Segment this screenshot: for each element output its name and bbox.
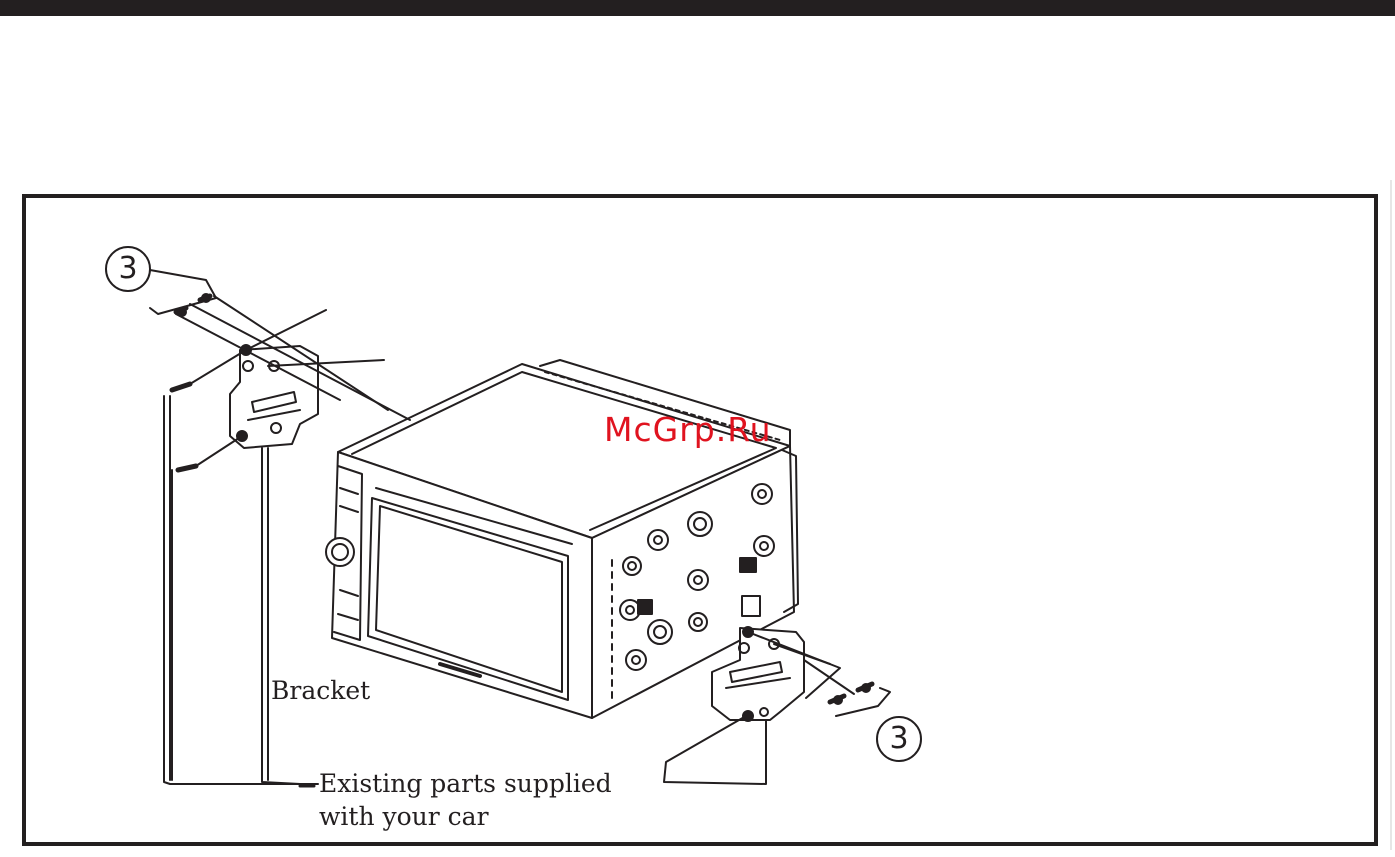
watermark-text: McGrp.Ru: [604, 410, 772, 449]
car-frame-right: [664, 716, 766, 784]
part-callout-3-left: 3: [105, 246, 151, 292]
volume-knob: [326, 538, 354, 566]
left-callout-leader: [150, 270, 216, 314]
left-bracket: [230, 345, 318, 448]
existing-parts-label-line2: with your car: [319, 801, 489, 832]
existing-parts-label-line1: Existing parts supplied: [319, 768, 612, 799]
part-callout-3-right: 3: [876, 716, 922, 762]
bracket-label: Bracket: [271, 675, 370, 706]
car-frame-left: [164, 396, 318, 786]
